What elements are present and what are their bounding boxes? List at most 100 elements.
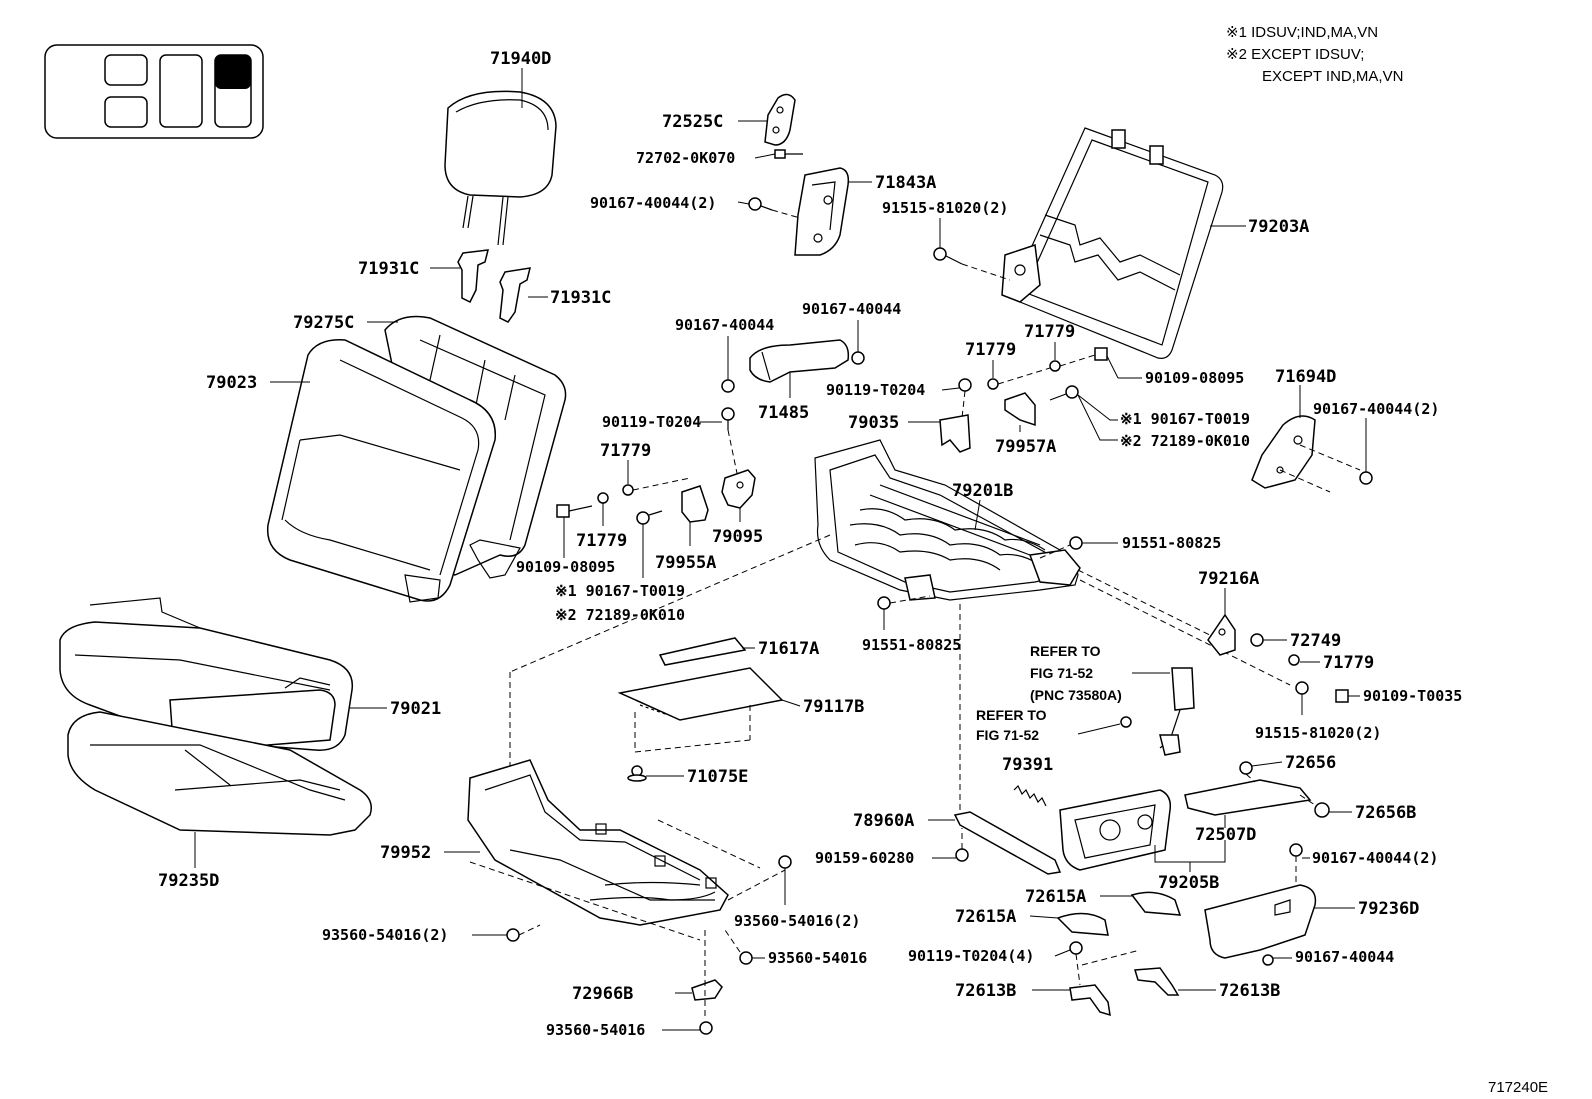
bolt-90167-40044-icon [748, 197, 773, 211]
label-79957A: 79957A [995, 437, 1056, 457]
bolt-90109-08095-right-icon [1094, 347, 1108, 361]
seatback-cover-icon [266, 339, 497, 603]
label-90119-T0204-4: 90119-T0204(4) [908, 947, 1034, 965]
label-72749: 72749 [1290, 631, 1341, 651]
bolt-93560-54016-bottom-icon [699, 1021, 713, 1035]
label-71779-left-upper: 71779 [600, 441, 651, 461]
bolt-91515-81020-right-icon [1295, 681, 1309, 695]
hook-79095-icon [721, 469, 756, 509]
bolt-90167-40044-2-right-icon [1359, 471, 1373, 485]
refer-to-line-1: REFER TO [1030, 643, 1101, 659]
reclining-adjuster-79205B-icon [1059, 789, 1172, 871]
label-79955A: 79955A [655, 553, 716, 573]
label-72189-0K010-right: ※2 72189-0K010 [1120, 432, 1250, 450]
bolt-90119-T0204-left-icon [721, 407, 735, 430]
bolt-93560-54016-2-left-icon [506, 928, 520, 942]
bolt-90167-T0019-right-icon [1049, 385, 1079, 401]
seat-position-key-icon [44, 44, 264, 139]
washer-71779-a-icon [622, 484, 634, 496]
label-71779-mid-a: 71779 [965, 340, 1016, 360]
label-71485: 71485 [758, 403, 809, 423]
screw-72656-icon [1239, 761, 1253, 775]
note-line-3: EXCEPT IND,MA,VN [1262, 68, 1403, 85]
lever-72507D-icon [1184, 779, 1312, 816]
pad-71617A-icon [658, 637, 747, 666]
stopper-79955A-icon [681, 485, 709, 523]
bracket-72613B-right-icon [1134, 967, 1180, 996]
bolt-90167-T0019-left-icon [636, 510, 663, 525]
seatback-frame-icon [1001, 127, 1224, 359]
bolt-91551-80825-left-icon [877, 596, 891, 610]
label-71617A: 71617A [758, 639, 819, 659]
label-71779-mid-b: 71779 [1024, 322, 1075, 342]
label-72525C: 72525C [662, 112, 723, 132]
bolt-90167-40044-2-lower-icon [1289, 843, 1303, 857]
label-78960A: 78960A [853, 811, 914, 831]
recliner-cover-bracket-icon [764, 93, 796, 146]
label-93560-54016-2-right: 93560-54016(2) [734, 912, 860, 930]
clip-71075E-icon [627, 765, 647, 782]
label-90119-T0204-left: 90119-T0204 [602, 413, 701, 431]
release-rod-78960A-icon [953, 811, 1062, 875]
stopper-79957A-icon [1004, 392, 1036, 427]
washer-71779-c-icon [987, 378, 999, 390]
washer-71779-b-icon [597, 492, 609, 504]
side-cover-71694D-icon [1251, 415, 1316, 489]
figure-code: 717240E [1488, 1079, 1548, 1096]
refer-fig-2-line-2: FIG 71-52 [976, 727, 1039, 743]
label-93560-54016-mid: 93560-54016 [768, 949, 867, 967]
label-90167-40044-2-top: 90167-40044(2) [590, 194, 716, 212]
bolt-90109-08095-left-icon [556, 504, 593, 518]
label-71779-left-lower: 71779 [576, 531, 627, 551]
label-72507D: 72507D [1195, 825, 1256, 845]
bolt-90119-T0204-mid-icon [958, 378, 972, 392]
label-71931C-left: 71931C [358, 259, 419, 279]
bolt-90167-40044-right-icon [851, 351, 865, 365]
bolt-90167-40044-left-icon [721, 379, 735, 393]
label-90109-T0035: 90109-T0035 [1363, 687, 1462, 705]
label-90167-40044-left: 90167-40044 [675, 316, 774, 334]
label-72615A-lower: 72615A [955, 907, 1016, 927]
label-91515-81020-2-top: 91515-81020(2) [882, 199, 1008, 217]
screw-72702-icon [774, 149, 803, 159]
label-93560-54016-bottom: 93560-54016 [546, 1021, 645, 1039]
label-79203A: 79203A [1248, 217, 1309, 237]
note-line-1: ※1 IDSUV;IND,MA,VN [1226, 24, 1378, 41]
headrest-support-right-icon [499, 267, 532, 323]
seat-belt-buckle-icon [1159, 667, 1195, 756]
side-cover-79236D-icon [1204, 884, 1317, 959]
label-90167-40044-2-right: 90167-40044(2) [1313, 400, 1439, 418]
label-90109-08095-right: 90109-08095 [1145, 369, 1244, 387]
seat-cushion-pad-icon [67, 711, 372, 836]
bolt-93560-54016-2-right-icon [778, 855, 792, 869]
cover-72615A-right-icon [1130, 891, 1182, 916]
label-72656B: 72656B [1355, 803, 1416, 823]
label-91551-80825-left: 91551-80825 [862, 636, 961, 654]
label-79205B: 79205B [1158, 873, 1219, 893]
label-72656: 72656 [1285, 753, 1336, 773]
label-90119-T0204-mid: 90119-T0204 [826, 381, 925, 399]
knob-72656B-icon [1314, 802, 1330, 818]
bracket-72613B-left-icon [1069, 984, 1111, 1017]
bolt-91515-81020-top-icon [933, 247, 963, 265]
label-79023: 79023 [206, 373, 257, 393]
bolt-90167-40044-lower-icon [1262, 954, 1274, 966]
bracket-72966B-icon [691, 979, 723, 1001]
label-90167-40044-2-lower: 90167-40044(2) [1312, 849, 1438, 867]
bracket-79216A-icon [1207, 613, 1236, 656]
bolt-91551-80825-right-icon [1069, 536, 1083, 550]
label-91551-80825-right: 91551-80825 [1122, 534, 1221, 552]
label-71779-right: 71779 [1323, 653, 1374, 673]
label-79021: 79021 [390, 699, 441, 719]
label-71931C-right: 71931C [550, 288, 611, 308]
refer-pnc-line-3: (PNC 73580A) [1030, 687, 1122, 703]
hinge-cover-71485-icon [749, 339, 850, 383]
label-90167-T0019-right: ※1 90167-T0019 [1120, 410, 1250, 428]
bracket-79035-icon [939, 414, 971, 453]
label-90167-40044-right: 90167-40044 [802, 300, 901, 318]
seat-cushion-frame-icon [814, 439, 1081, 601]
bolt-90109-T0035-icon [1335, 689, 1349, 703]
note-line-2: ※2 EXCEPT IDSUV; [1226, 46, 1364, 63]
label-72615A-upper: 72615A [1025, 887, 1086, 907]
